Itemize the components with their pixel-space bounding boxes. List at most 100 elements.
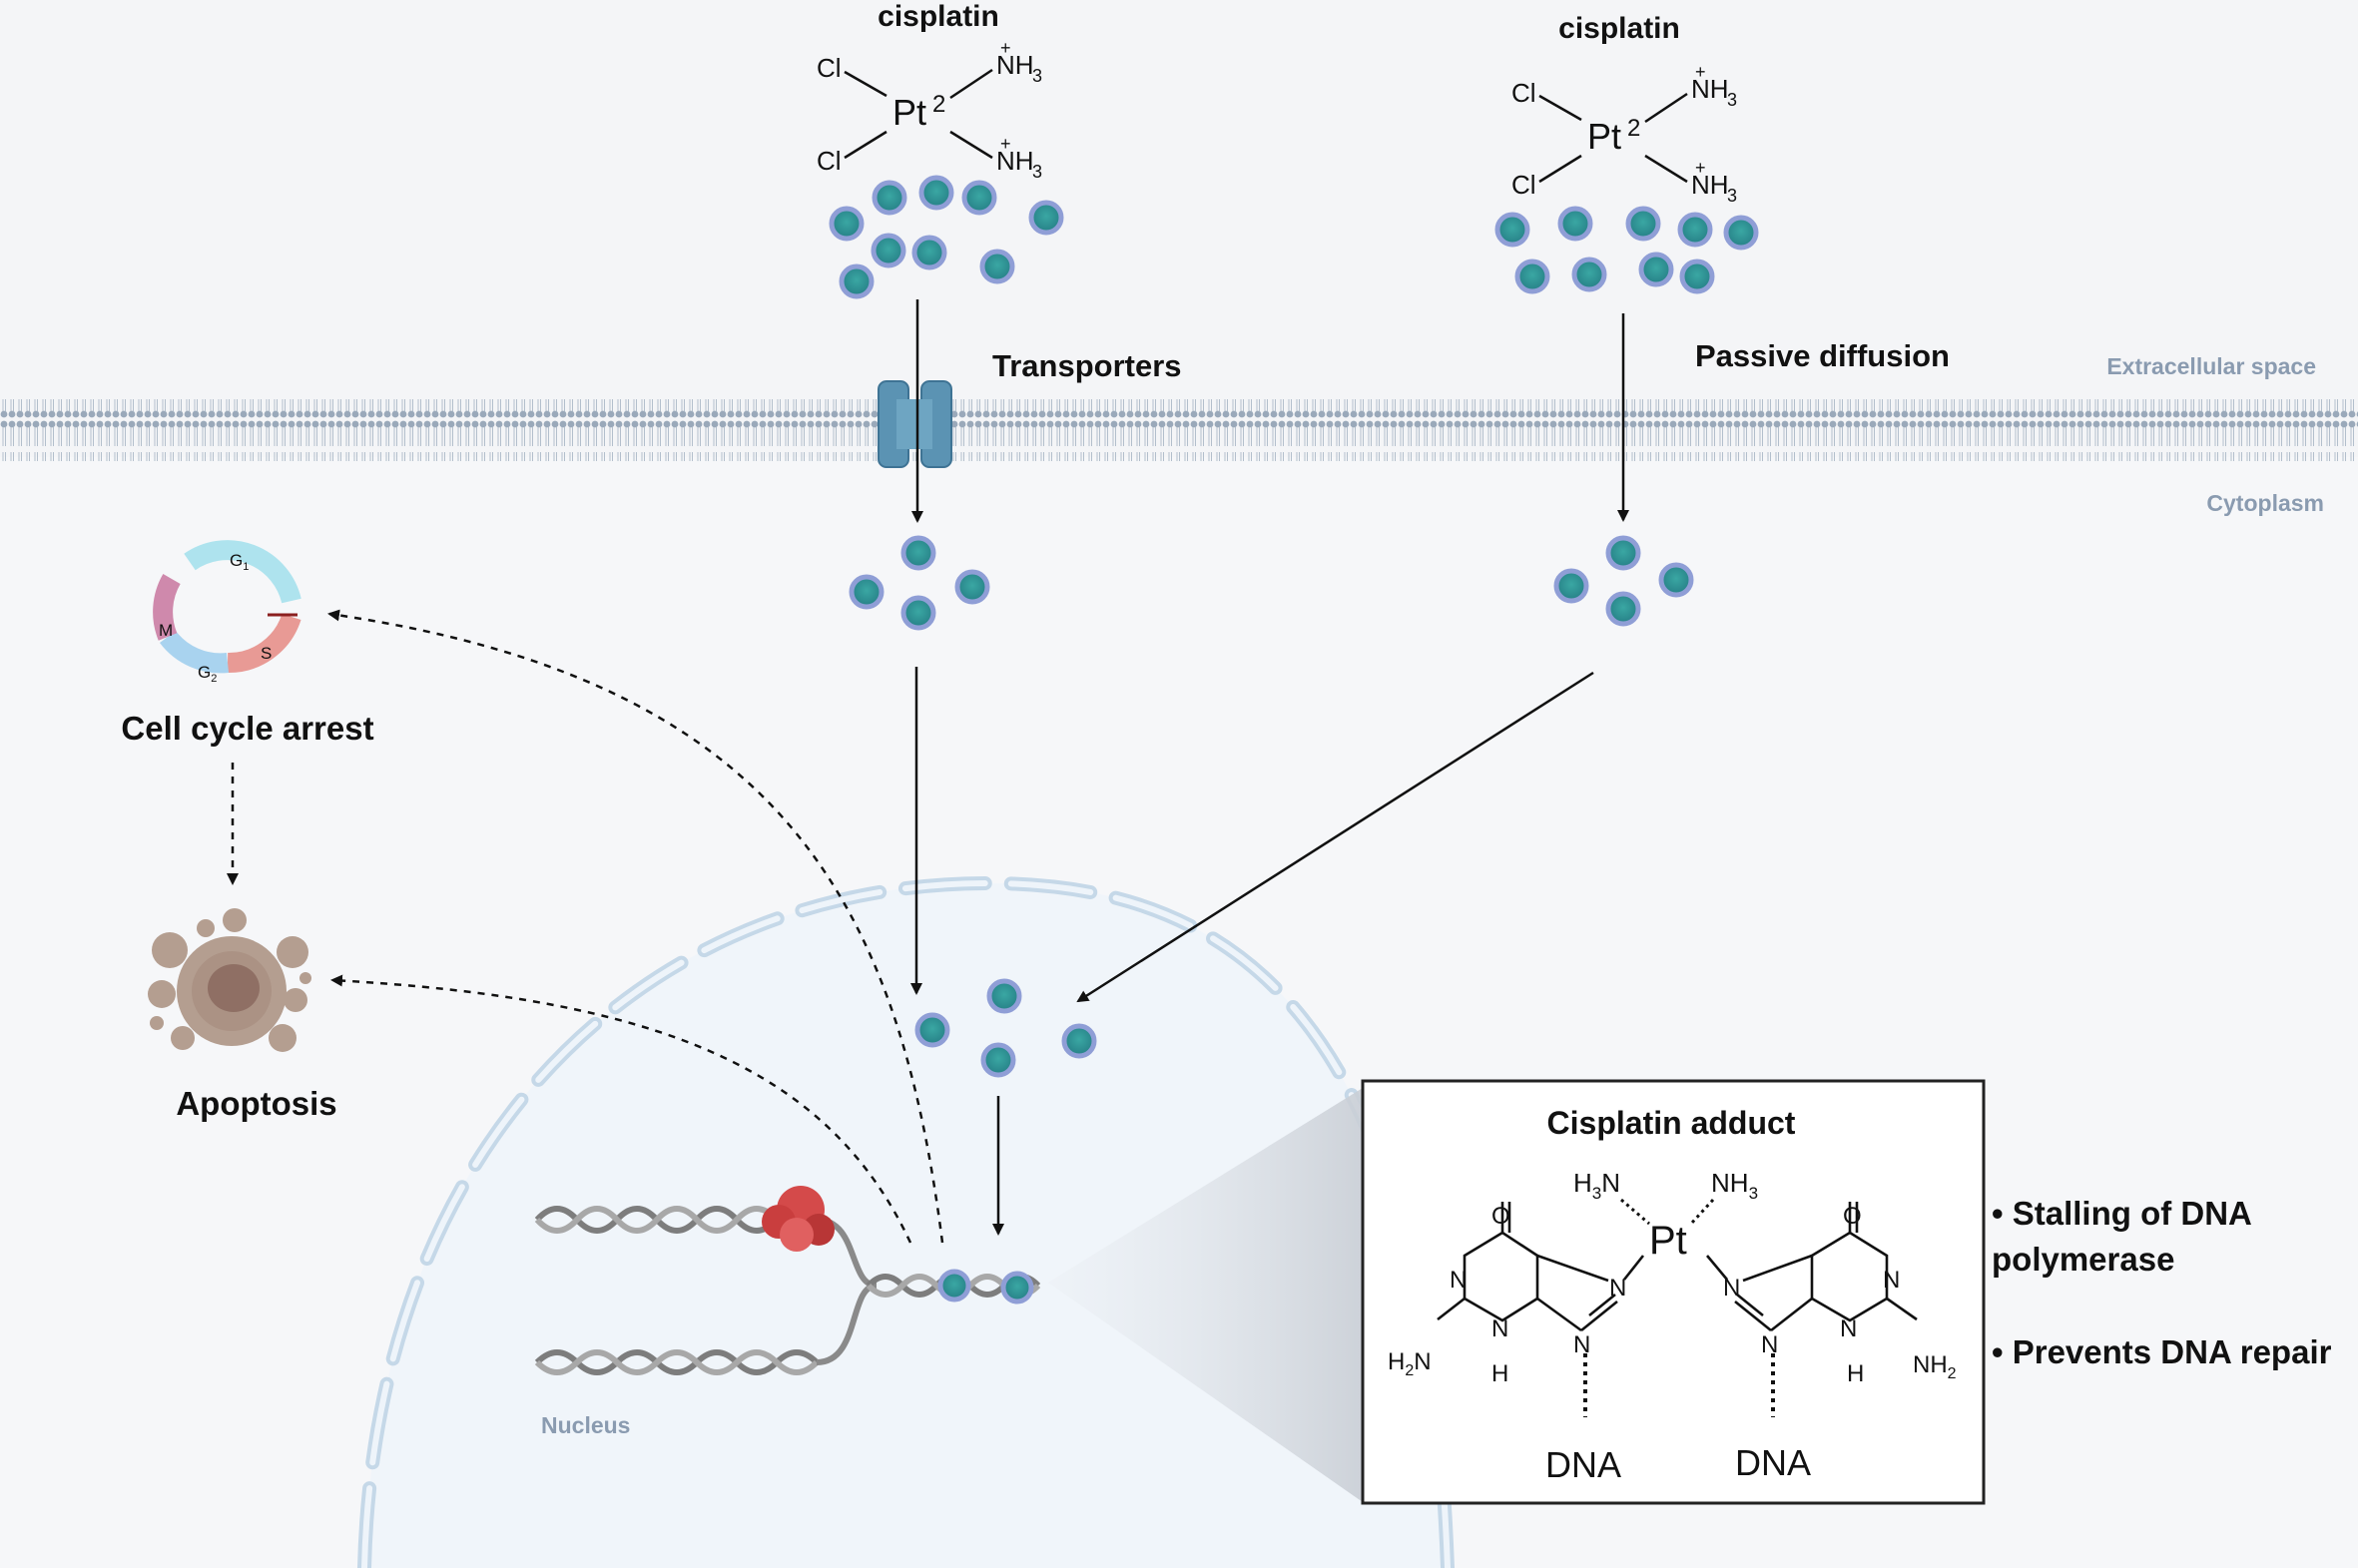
adduct-h3n: H3N [1573,1168,1620,1203]
cisplatin-molecule [829,206,865,242]
molecules-extracellular-left [829,175,1064,299]
cisplatin-molecule [872,180,907,216]
cisplatin-molecule [900,595,936,631]
cisplatin-molecule [1514,259,1550,294]
cisplatin-molecule [980,1042,1016,1078]
cisplatin-molecule [900,535,936,571]
guanine-right-n9: N [1761,1331,1778,1358]
cisplatin-molecule [1557,206,1593,242]
guanine-right-n3: N [1840,1315,1857,1342]
molecules-nucleus [914,978,1097,1078]
nucleus-label: Nucleus [541,1412,630,1438]
adduct-panel: Cisplatin adduct Pt H3N NH3 O N N H N N … [1361,1079,1986,1505]
molecules-cytoplasm-right [1553,535,1694,627]
cell-membrane [0,399,2358,461]
cisplatin-molecule [979,249,1015,284]
nh3-top-left-plus: + [1000,38,1011,58]
adduct-title: Cisplatin adduct [1547,1105,1796,1141]
passive-diffusion-label: Passive diffusion [1695,338,1950,373]
transporters-label: Transporters [992,348,1182,383]
cisplatin-molecule [1000,1271,1034,1305]
cell-cycle-arrest-label: Cell cycle arrest [121,710,373,747]
cisplatin-molecule [1723,215,1759,251]
cisplatin-structure-left: cisplatin Cl Cl Pt 2 NH 3 + NH 3 + [817,0,1042,182]
dna-strand-c [534,1349,820,1375]
g1-phase: G1 [230,551,249,573]
nh3-bottom-right-sub: 3 [1727,186,1737,206]
cl-bottom-left: Cl [817,146,842,176]
effect-prevents-repair: • Prevents DNA repair [1992,1333,2332,1370]
adduct-nh3: NH3 [1711,1168,1758,1203]
effect-stalling-line2: polymerase [1992,1241,2174,1278]
guanine-right-h: H [1847,1360,1864,1387]
nh3-bottom-right: NH [1691,170,1729,200]
adduct-pt: Pt [1649,1219,1687,1263]
cl-top-right: Cl [1511,78,1536,108]
nh3-bottom-left-plus: + [1000,134,1011,154]
nh3-top-right-plus: + [1695,62,1706,82]
guanine-right-n7: N [1723,1275,1740,1302]
cisplatin-molecule [1679,259,1715,294]
molecules-extracellular-right [1494,206,1759,294]
cl-top-left: Cl [817,53,842,83]
cytoplasm-label: Cytoplasm [2206,490,2324,516]
nh3-top-right-sub: 3 [1727,90,1737,110]
effect-stalling-line1: • Stalling of DNA [1992,1195,2252,1232]
guanine-left [1437,1202,1645,1417]
arrow-cytoplasm-to-nucleus-right [1076,671,1594,1003]
cisplatin-molecule [954,569,990,605]
pt-right: Pt [1587,116,1621,157]
nh3-top-right: NH [1691,74,1729,104]
apoptotic-cell-icon [148,908,311,1052]
adduct-box [1361,1079,1986,1505]
dna-bound-cisplatin [937,1269,1034,1305]
transporter-channel [878,380,952,468]
pt-charge-right: 2 [1627,115,1640,142]
nh3-bottom-left-sub: 3 [1032,162,1042,182]
zoom-wedge [1048,1088,1363,1502]
apoptosis-label: Apoptosis [176,1085,336,1122]
m-phase: M [159,621,173,640]
cell-cycle-icon: G1 S G2 M [153,540,301,685]
cisplatin-molecule [1677,212,1713,248]
g2-phase: G2 [198,663,217,685]
cisplatin-molecule [1605,591,1641,627]
cisplatin-molecule [1638,252,1674,287]
cisplatin-molecule [839,263,875,299]
cisplatin-molecule [937,1269,971,1303]
cisplatin-molecule [1625,206,1661,242]
nh3-top-left-sub: 3 [1032,66,1042,86]
guanine-left-n9: N [1573,1331,1590,1358]
guanine-right [1706,1202,1918,1417]
pt-charge-left: 2 [932,91,945,118]
cisplatin-structure-right: cisplatin Cl Cl Pt 2 NH 3 + NH 3 + [1511,12,1737,206]
cisplatin-title-right: cisplatin [1558,12,1680,45]
nh3-bottom-right-plus: + [1695,158,1706,178]
guanine-left-h: H [1491,1360,1508,1387]
dna-label-right: DNA [1735,1442,1811,1483]
dna-strand-d [534,1349,820,1375]
guanine-left-n1: N [1450,1267,1467,1294]
cisplatin-title-left: cisplatin [878,0,999,33]
cisplatin-molecule [911,235,947,270]
nh3-top-left: NH [996,50,1034,80]
nh3-bottom-left: NH [996,146,1034,176]
guanine-left-h2n: H2N [1388,1348,1432,1379]
flow-arrows [227,299,1629,1244]
cisplatin-molecule [914,1012,950,1048]
guanine-right-nh2: NH2 [1913,1351,1957,1382]
cisplatin-molecule [871,233,906,268]
nucleus-fill [364,883,1448,1568]
dashed-arrow-to-apoptosis [330,974,912,1244]
cisplatin-molecule [1605,535,1641,571]
cl-bottom-right: Cl [1511,170,1536,200]
cisplatin-molecule [918,175,954,211]
s-phase: S [261,644,272,663]
extracellular-label: Extracellular space [2106,353,2316,379]
cisplatin-molecule [1494,212,1530,248]
pt-left: Pt [892,92,926,133]
cisplatin-molecule [961,180,997,216]
guanine-left-n7: N [1609,1275,1626,1302]
